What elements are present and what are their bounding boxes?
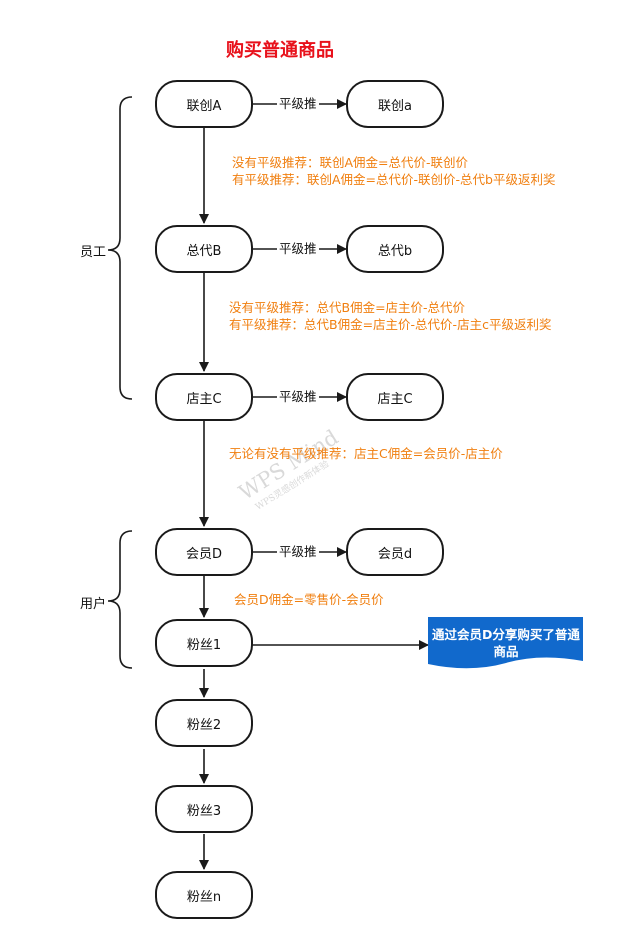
node-zongdai-b[interactable]: 总代b — [346, 225, 444, 273]
document-label: 通过会员D分享购买了普通商品 — [432, 627, 580, 659]
node-dianzhu-C-peer[interactable]: 店主C — [346, 373, 444, 421]
node-fans-1[interactable]: 粉丝1 — [155, 619, 253, 667]
node-lianchuang-a[interactable]: 联创a — [346, 80, 444, 128]
note-b-with-peer: 有平级推荐：总代B佣金=店主价-总代价-店主c平级返利奖 — [229, 317, 552, 332]
node-zongdai-B[interactable]: 总代B — [155, 225, 253, 273]
document-shape — [428, 617, 583, 669]
users-brace — [107, 530, 133, 669]
note-c: 无论有没有平级推荐：店主C佣金=会员价-店主价 — [229, 446, 503, 461]
node-lianchuang-A[interactable]: 联创A — [155, 80, 253, 128]
node-huiyuan-d[interactable]: 会员d — [346, 528, 444, 576]
diagram-title: 购买普通商品 — [226, 40, 334, 61]
edge-label-a: 平级推 — [277, 96, 319, 112]
note-a-with-peer: 有平级推荐：联创A佣金=总代价-联创价-总代b平级返利奖 — [232, 172, 556, 187]
edge-label-b: 平级推 — [277, 241, 319, 257]
note-b-no-peer: 没有平级推荐：总代B佣金=店主价-总代价 — [229, 300, 466, 315]
node-fans-n[interactable]: 粉丝n — [155, 871, 253, 919]
note-a-no-peer: 没有平级推荐：联创A佣金=总代价-联创价 — [232, 155, 469, 170]
node-huiyuan-D[interactable]: 会员D — [155, 528, 253, 576]
node-dianzhu-C[interactable]: 店主C — [155, 373, 253, 421]
staff-brace — [107, 96, 133, 400]
node-fans-2[interactable]: 粉丝2 — [155, 699, 253, 747]
group-label-staff: 员工 — [80, 245, 107, 260]
note-d: 会员D佣金=零售价-会员价 — [234, 592, 384, 607]
node-fans-3[interactable]: 粉丝3 — [155, 785, 253, 833]
edge-label-d: 平级推 — [277, 544, 319, 560]
edge-label-c: 平级推 — [277, 389, 319, 405]
group-label-users: 用户 — [80, 597, 107, 612]
